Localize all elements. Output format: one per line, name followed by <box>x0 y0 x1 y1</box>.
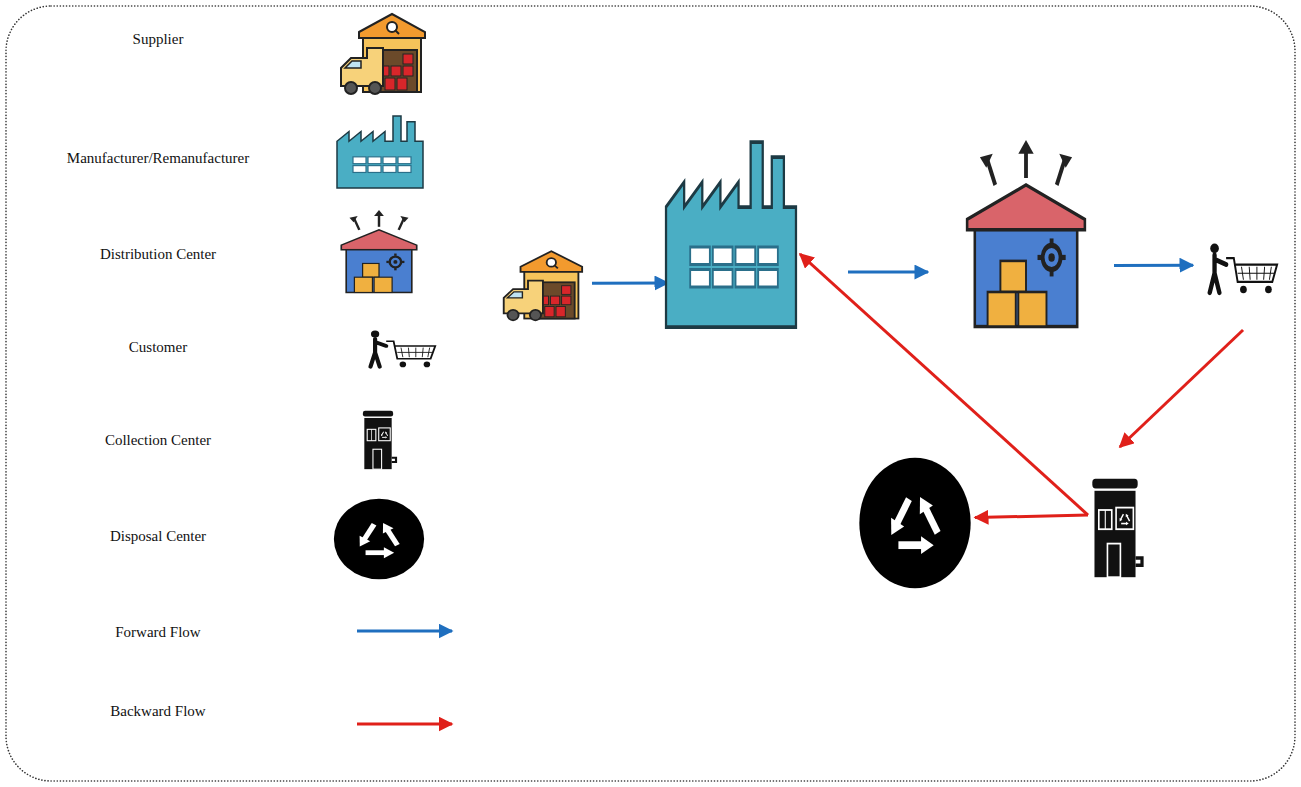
icon <box>857 455 973 591</box>
backward-flow-arrow <box>1120 330 1243 447</box>
legend-text: Backward Flow <box>13 702 303 720</box>
forward-flow-arrow <box>848 271 928 274</box>
manufacturer-icon <box>663 132 799 332</box>
legend-text: Supplier <box>13 30 303 48</box>
legend-text: Distribution Center <box>13 245 303 263</box>
icon <box>1088 474 1142 582</box>
icon <box>500 246 584 322</box>
customer-icon <box>1203 243 1280 297</box>
forward-flow-sample <box>357 630 452 633</box>
legend-text: Collection Center <box>13 431 303 449</box>
legend-text: Forward Flow <box>13 623 303 641</box>
legend-text: Customer <box>13 338 303 356</box>
forward-flow-arrow <box>592 282 668 285</box>
legend-text: Disposal Center <box>13 527 303 545</box>
disposal-center-icon <box>857 455 973 591</box>
backward-flow-sample <box>357 723 452 726</box>
collection-center-icon <box>1088 474 1142 582</box>
supplier-icon <box>500 246 584 322</box>
forward-flow-arrow <box>1114 264 1193 267</box>
icon <box>962 140 1090 330</box>
backward-flow-arrow <box>975 515 1088 518</box>
icon <box>1203 243 1280 297</box>
icon <box>663 132 799 332</box>
distribution-center-icon <box>962 140 1090 330</box>
legend-text: Manufacturer/Remanufacturer <box>13 149 303 167</box>
